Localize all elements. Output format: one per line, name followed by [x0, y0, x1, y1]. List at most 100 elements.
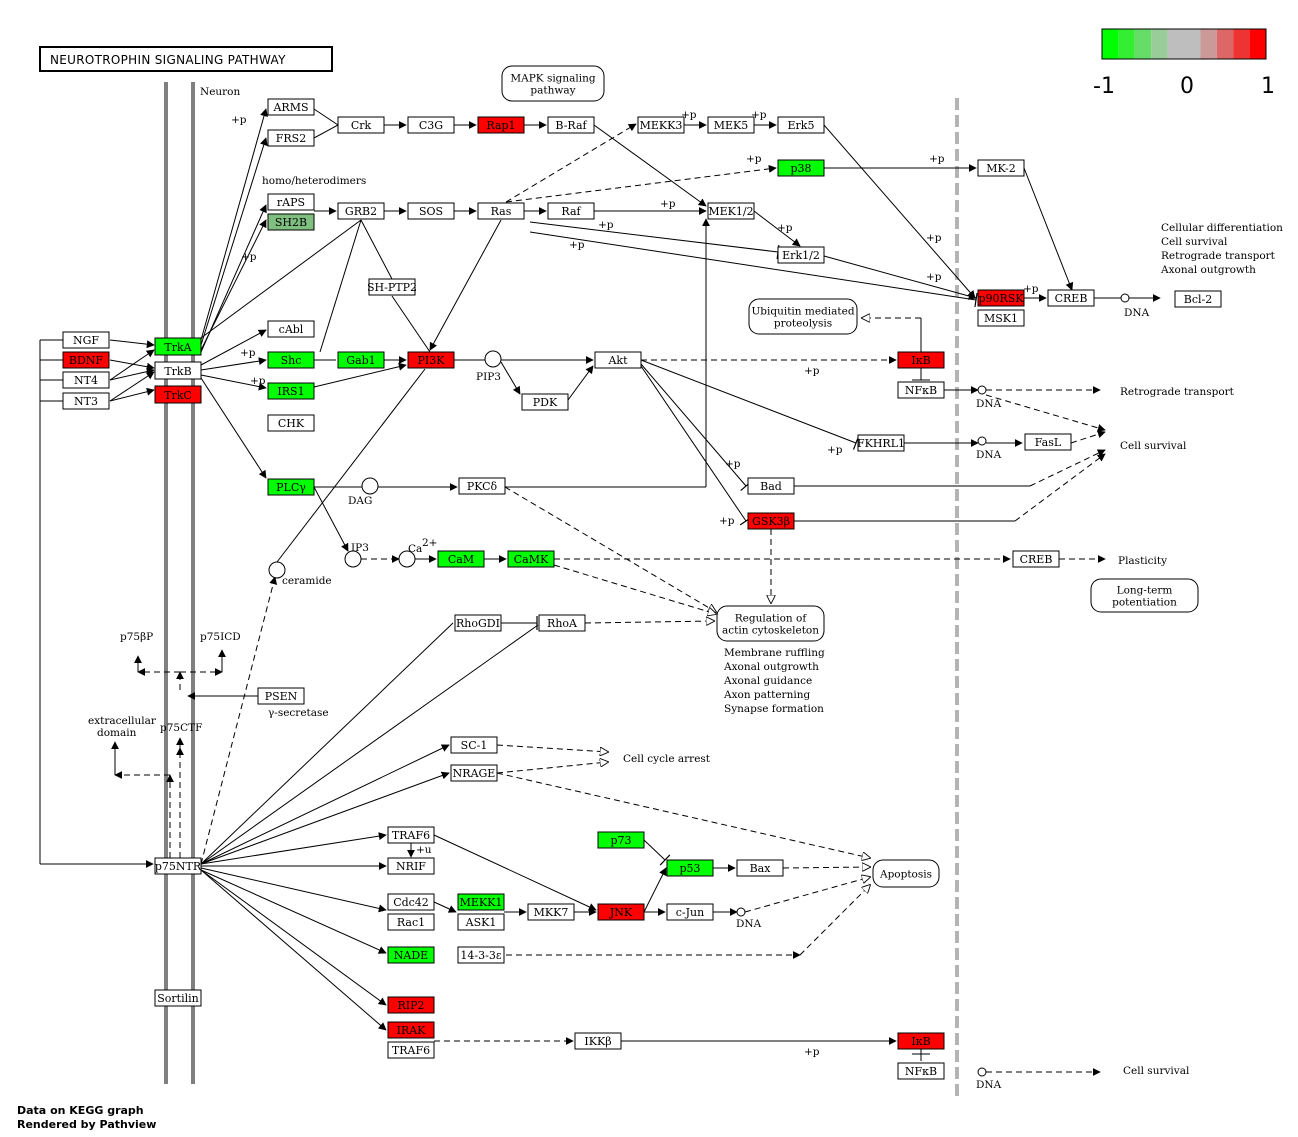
gene-node-sc1[interactable]: SC-1	[450, 736, 498, 754]
gene-node-ngf[interactable]: NGF	[62, 331, 110, 349]
gene-node-label: PKCδ	[467, 480, 498, 493]
gene-node-rip2[interactable]: RIP2	[387, 996, 435, 1014]
gene-node-grb2[interactable]: GRB2	[337, 202, 385, 220]
gene-node-rac1[interactable]: Rac1	[387, 913, 435, 931]
gene-node-ikb1[interactable]: IκB	[897, 351, 945, 369]
gene-node-erk12[interactable]: Erk1/2	[777, 246, 825, 264]
gene-node-trka[interactable]: TrkA	[154, 337, 202, 356]
gene-node-frs2[interactable]: FRS2	[267, 129, 315, 147]
gene-node-p90rsk[interactable]: p90RSK	[977, 289, 1025, 307]
gene-node-p73[interactable]: p73	[597, 831, 645, 849]
gene-node-rhogdi[interactable]: RhoGDI	[454, 614, 502, 632]
gene-node-bcl2[interactable]: Bcl-2	[1174, 290, 1222, 308]
gene-node-ask1[interactable]: ASK1	[457, 913, 505, 931]
gene-node-bad[interactable]: Bad	[747, 477, 795, 495]
gene-node-c3g[interactable]: C3G	[407, 116, 455, 134]
gene-node-ikkb[interactable]: IKKβ	[574, 1032, 622, 1050]
gene-node-nrage[interactable]: NRAGE	[450, 764, 498, 782]
gene-node-cam[interactable]: CaM	[437, 550, 485, 568]
gene-node-psen[interactable]: PSEN	[257, 687, 305, 705]
gene-node-trkb[interactable]: TrkB	[154, 361, 202, 380]
gene-node-cdc42[interactable]: Cdc42	[387, 893, 435, 911]
gene-node-pdk[interactable]: PDK	[521, 393, 569, 411]
gene-node-traf6b[interactable]: TRAF6	[387, 1041, 435, 1059]
gene-node-raf[interactable]: Raf	[547, 202, 595, 220]
gene-node-fkhrl1[interactable]: FKHRL1	[857, 434, 905, 452]
gene-node-label: IRAK	[397, 1024, 427, 1037]
gene-node-creb1[interactable]: CREB	[1047, 289, 1095, 307]
gene-node-p38[interactable]: p38	[777, 159, 825, 177]
gene-node-raps[interactable]: rAPS	[267, 193, 315, 211]
gene-node-label: Rac1	[397, 916, 425, 929]
gene-node-box	[387, 913, 435, 931]
gene-node-bdnf[interactable]: BDNF	[62, 351, 110, 369]
gene-node-chk[interactable]: CHK	[267, 414, 315, 432]
gene-node-nt4[interactable]: NT4	[62, 371, 110, 389]
gene-node-cjun[interactable]: c-Jun	[666, 903, 714, 921]
gene-node-mek5[interactable]: MEK5	[707, 116, 755, 134]
gene-node-ikb2[interactable]: IκB	[897, 1032, 945, 1050]
gene-node-irak[interactable]: IRAK	[387, 1021, 435, 1039]
gene-node-cabl[interactable]: cAbl	[267, 320, 315, 338]
gene-node-mek12[interactable]: MEK1/2	[707, 202, 755, 220]
gene-node-label: Erk1/2	[782, 249, 820, 262]
linked-pathway-apop[interactable]: Apoptosis	[872, 859, 940, 888]
gene-node-mkk7[interactable]: MKK7	[527, 903, 575, 921]
gene-node-rap1[interactable]: Rap1	[477, 116, 525, 134]
gene-node-erk5[interactable]: Erk5	[777, 116, 825, 134]
gene-node-sortilin[interactable]: Sortilin	[154, 989, 202, 1007]
gene-node-bax[interactable]: Bax	[736, 859, 784, 877]
gene-node-label: Bad	[760, 480, 782, 493]
gene-node-label: RhoA	[547, 617, 578, 630]
gene-node-nrif[interactable]: NRIF	[387, 857, 435, 875]
gene-node-plcg[interactable]: PLCγ	[267, 478, 315, 496]
gene-node-box	[666, 859, 714, 877]
gene-node-trkc[interactable]: TrkC	[154, 385, 202, 404]
gene-node-camk[interactable]: CaMK	[507, 550, 555, 568]
gene-node-sos[interactable]: SOS	[407, 202, 455, 220]
gene-node-mekk3[interactable]: MEKK3	[637, 116, 685, 134]
gene-node-nfkb2[interactable]: NFκB	[897, 1062, 945, 1080]
gene-node-pi3k[interactable]: PI3K	[407, 351, 455, 369]
pathway-edge	[496, 762, 608, 774]
gene-node-shc[interactable]: Shc	[267, 351, 315, 369]
gene-node-ras[interactable]: Ras	[477, 202, 525, 220]
gene-node-gsk3b[interactable]: GSK3β	[747, 512, 795, 530]
gene-node-label: IκB	[911, 1035, 930, 1048]
gene-node-rhoa[interactable]: RhoA	[538, 614, 586, 632]
gene-node-nt3[interactable]: NT3	[62, 392, 110, 410]
color-legend: -1 0 1	[1093, 28, 1275, 99]
gene-node-arms[interactable]: ARMS	[267, 98, 315, 116]
gene-node-p75ntr[interactable]: p75NTR	[154, 857, 202, 875]
gene-node-akt[interactable]: Akt	[594, 351, 642, 369]
gene-node-msk1[interactable]: MSK1	[977, 309, 1025, 327]
gene-node-creb2[interactable]: CREB	[1012, 550, 1060, 568]
ubiquitin-label: +u	[416, 844, 432, 856]
gene-node-pkcd[interactable]: PKCδ	[458, 477, 506, 495]
gene-node-traf6a[interactable]: TRAF6	[387, 826, 435, 844]
gene-node-p53[interactable]: p53	[666, 859, 714, 877]
gene-node-crk[interactable]: Crk	[337, 116, 385, 134]
gene-node-shptp2[interactable]: SH-PTP2	[367, 278, 417, 296]
pathway-edge	[640, 359, 857, 444]
pathway-edge	[109, 349, 155, 381]
gene-node-label: 14-3-3ε	[460, 949, 501, 962]
gene-node-sh2b[interactable]: SH2B	[267, 213, 315, 231]
gene-node-p1433e[interactable]: 14-3-3ε	[457, 946, 505, 964]
dna-label: DNA	[1124, 307, 1150, 319]
linked-pathway-label: Apoptosis	[879, 869, 932, 881]
gene-node-gab1[interactable]: Gab1	[337, 351, 385, 369]
gene-node-fasl[interactable]: FasL	[1024, 433, 1072, 451]
gene-node-irs1[interactable]: IRS1	[267, 382, 315, 400]
gene-node-mk2[interactable]: MK-2	[977, 159, 1025, 177]
gene-node-mekk1[interactable]: MEKK1	[457, 893, 505, 911]
gene-node-braf[interactable]: B-Raf	[547, 116, 595, 134]
gene-node-nade[interactable]: NADE	[387, 946, 435, 964]
gene-node-label: PLCγ	[276, 481, 306, 494]
gene-node-jnk[interactable]: JNK	[597, 903, 645, 921]
gene-node-nfkb1[interactable]: NFκB	[897, 381, 945, 399]
